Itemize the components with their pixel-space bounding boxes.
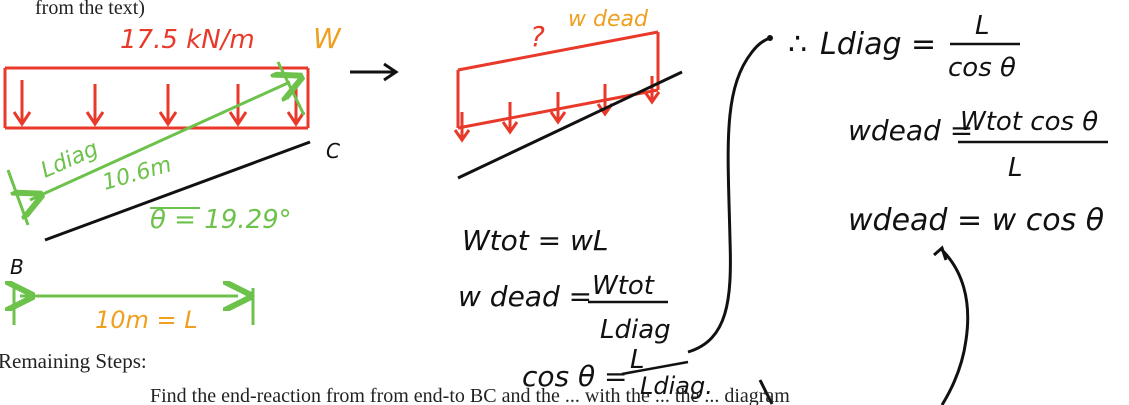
remaining-steps-line: Find the end-reaction from from end-to B…: [150, 385, 790, 405]
connector-curve-left: [687, 36, 771, 354]
distributed-load-left: [3, 66, 310, 130]
eq-wdead3: wdead = w cos θ: [848, 203, 1104, 238]
inclined-member-middle: [457, 70, 683, 180]
connector-dot: [767, 35, 773, 41]
transition-arrow: [350, 62, 399, 82]
eq-wdead-num: Wtot: [592, 271, 655, 301]
eq-wtot: Wtot = wL: [462, 224, 609, 257]
point-c-label: C: [326, 139, 340, 163]
span-dimension: [14, 286, 255, 325]
eq-wdead2-den: L: [1008, 153, 1023, 183]
eq-ldiag-lhs: Ldiag =: [820, 27, 936, 62]
eq-wdead2-lhs: wdead =: [848, 114, 973, 147]
question-mark: ?: [530, 20, 545, 53]
eq-cos-lhs: cos θ =: [522, 360, 628, 393]
eq-cos-num: L: [630, 345, 645, 375]
eq-wdead-den: Ldiag: [600, 315, 671, 345]
distributed-load-middle: [453, 30, 661, 143]
eq-cos-den: Ldiag.: [640, 372, 713, 400]
connector-curve-right: [940, 248, 970, 405]
w-dead-label: w dead: [568, 7, 649, 32]
load-symbol-w: W: [313, 22, 342, 55]
point-b-label: B: [10, 255, 24, 279]
diag-dimension: [6, 61, 304, 226]
eq-wdead-lhs: w dead =: [458, 280, 592, 313]
connector-tail: [758, 379, 774, 405]
diag-length: 10.6m: [100, 152, 175, 195]
header-fragment: from the text): [35, 0, 145, 19]
span-label: 10m = L: [95, 306, 198, 334]
therefore-symbol: ∴: [788, 27, 807, 62]
diag-label: Ldiag: [37, 136, 102, 183]
load-label: 17.5 kN/m: [120, 25, 255, 55]
eq-cos-bar: [621, 360, 689, 376]
connector-arrow-head: [933, 245, 948, 261]
remaining-steps-heading: Remaining Steps:: [0, 349, 147, 373]
angle-label: θ = 19.29°: [150, 205, 292, 235]
eq-ldiag-num: L: [975, 11, 990, 41]
eq-wdead2-num: Wtot cos θ: [960, 107, 1098, 137]
eq-ldiag-den: cos θ: [948, 53, 1016, 83]
